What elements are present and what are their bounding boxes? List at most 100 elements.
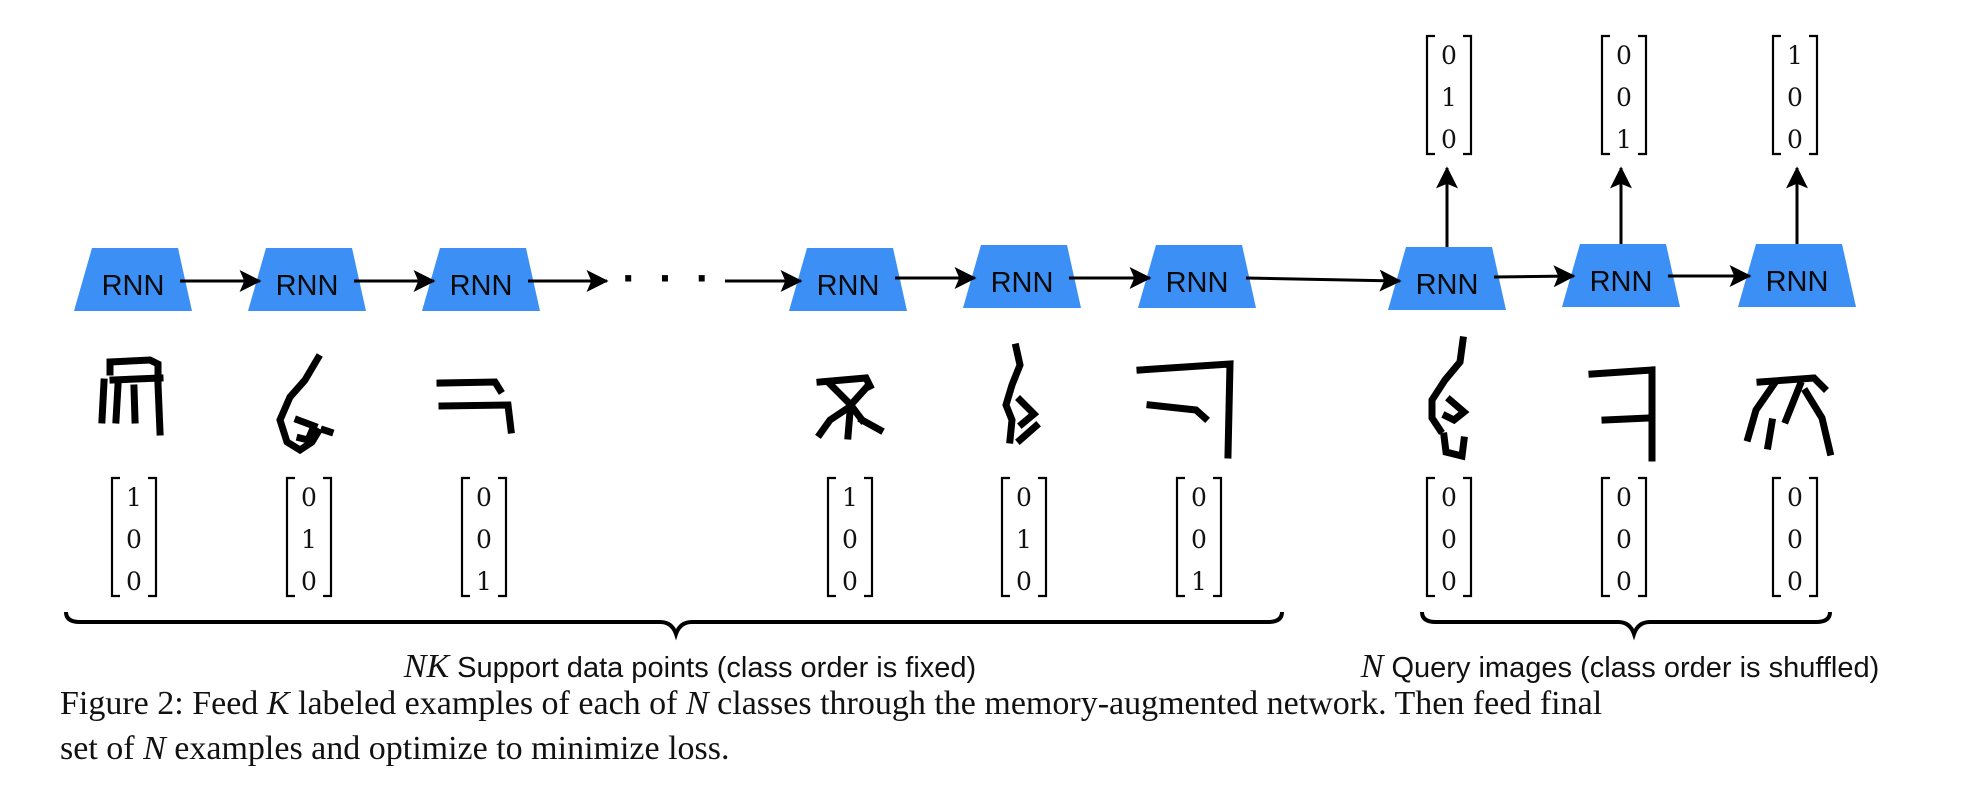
vector-entry: 0 — [1441, 483, 1457, 512]
vector-bracket — [826, 476, 874, 598]
vector-entry: 1 — [126, 483, 142, 512]
rnn-block-6: RNN — [1138, 245, 1256, 308]
support-count-math: NK — [403, 648, 452, 685]
vector-entry: 0 — [1787, 525, 1803, 554]
rnn-label: RNN — [276, 270, 339, 302]
vector-bracket — [1771, 34, 1819, 156]
vector-entry: 0 — [476, 483, 492, 512]
vector-bracket — [1600, 34, 1648, 156]
vector-entry: 0 — [301, 567, 317, 596]
vector-entry: 0 — [1616, 483, 1632, 512]
query-output-vector: 010 — [1425, 34, 1473, 156]
character-b-variant-icon — [1002, 342, 1041, 445]
rnn-block-3: RNN — [422, 248, 540, 311]
vector-bracket — [1175, 476, 1223, 598]
vector-entry: 0 — [1191, 525, 1207, 554]
vector-entry: 1 — [1016, 525, 1032, 554]
vector-bracket — [1000, 476, 1048, 598]
ellipsis: · · · — [622, 259, 714, 299]
rnn-label: RNN — [1590, 266, 1653, 298]
rnn-block-4: RNN — [789, 248, 907, 311]
vector-entry: 0 — [301, 483, 317, 512]
caption-text: labeled examples of each of — [290, 685, 686, 722]
rnn-label: RNN — [1166, 267, 1229, 299]
support-brace-label: NK Support data points (class order is f… — [403, 648, 976, 685]
vector-entry: 0 — [1616, 41, 1632, 70]
support-label-vector: 010 — [1000, 476, 1048, 598]
query-output-vector: 100 — [1771, 34, 1819, 156]
rnn-label: RNN — [1766, 266, 1829, 298]
character-c-icon — [436, 378, 515, 434]
vector-bracket — [285, 476, 333, 598]
query-output-vector: 0 0 1 — [1600, 34, 1648, 156]
vector-entry: 0 — [1441, 525, 1457, 554]
rnn-block-5: RNN — [963, 245, 1081, 308]
character-a-icon — [98, 356, 164, 436]
support-description: Support data points (class order is fixe… — [449, 652, 976, 684]
sequence-arrows — [180, 265, 1752, 292]
vector-entry: 0 — [476, 525, 492, 554]
vector-entry: 0 — [1787, 83, 1803, 112]
caption-math-symbol: N — [142, 730, 168, 767]
caption-text: classes through the memory-augmented net… — [709, 685, 1602, 722]
vector-entry: 0 — [1787, 483, 1803, 512]
vector-bracket — [1771, 476, 1819, 598]
rnn-block-7: RNN — [1388, 247, 1506, 310]
vector-bracket — [1600, 476, 1648, 598]
query-count-math: N — [1360, 648, 1386, 685]
vector-entry: 0 — [1787, 125, 1803, 154]
vector-entry: 0 — [1616, 83, 1632, 112]
vector-bracket — [110, 476, 158, 598]
rnn-label: RNN — [991, 267, 1054, 299]
support-label-vector: 0 1 0 — [285, 476, 333, 598]
character-b-query-icon — [1428, 336, 1470, 461]
vector-entry: 0 — [842, 567, 858, 596]
figure-caption-line-1: Figure 2: Feed K labeled examples of eac… — [60, 685, 1602, 722]
vector-entry: 0 — [1441, 567, 1457, 596]
vector-bracket — [1425, 34, 1473, 156]
query-description: Query images (class order is shuffled) — [1383, 652, 1879, 684]
caption-text: examples and optimize to minimize loss. — [166, 730, 730, 767]
query-brace — [1420, 611, 1832, 641]
query-input-vector: 0 0 0 — [1600, 476, 1648, 598]
character-a-query-icon — [1743, 374, 1835, 457]
caption-text: set of — [60, 730, 143, 767]
vector-bracket — [1425, 476, 1473, 598]
vector-entry: 0 — [1191, 483, 1207, 512]
vector-entry: 1 — [1441, 83, 1457, 112]
vector-entry: 0 — [1441, 125, 1457, 154]
arrow-icon — [1493, 265, 1576, 288]
arrow-icon — [1245, 269, 1402, 292]
caption-math-symbol: K — [266, 685, 292, 722]
vector-entry: 0 — [126, 567, 142, 596]
support-label-vector: 0 0 1 — [1175, 476, 1223, 598]
support-brace — [64, 611, 1284, 641]
support-label-vector: 100 — [110, 476, 158, 598]
rnn-label: RNN — [102, 270, 165, 302]
caption-text: Figure 2: Feed — [60, 685, 267, 722]
figure-caption-line-2: set of N examples and optimize to minimi… — [60, 730, 730, 767]
vector-entry: 1 — [1191, 567, 1207, 596]
character-a-variant-icon — [815, 374, 885, 440]
vector-entry: 1 — [301, 525, 317, 554]
output-arrows — [1436, 166, 1808, 247]
support-label-vector: 1 0 0 — [826, 476, 874, 598]
vector-entry: 0 — [1016, 567, 1032, 596]
query-input-vector: 0 0 0 — [1425, 476, 1473, 598]
vector-entry: 0 — [842, 525, 858, 554]
vector-entry: 0 — [1616, 525, 1632, 554]
rnn-label: RNN — [1416, 269, 1479, 301]
vector-entry: 1 — [476, 567, 492, 596]
vector-entry: 0 — [1616, 567, 1632, 596]
caption-math-symbol: N — [685, 685, 711, 722]
query-input-vector: 000 — [1771, 476, 1819, 598]
query-brace-label: N Query images (class order is shuffled) — [1360, 648, 1880, 685]
character-b-icon — [276, 353, 335, 455]
vector-entry: 1 — [842, 483, 858, 512]
vector-bracket — [460, 476, 508, 598]
rnn-label: RNN — [450, 270, 513, 302]
rnn-label: RNN — [817, 270, 880, 302]
vector-entry: 1 — [1616, 125, 1632, 154]
rnn-block-8: RNN — [1562, 244, 1680, 307]
